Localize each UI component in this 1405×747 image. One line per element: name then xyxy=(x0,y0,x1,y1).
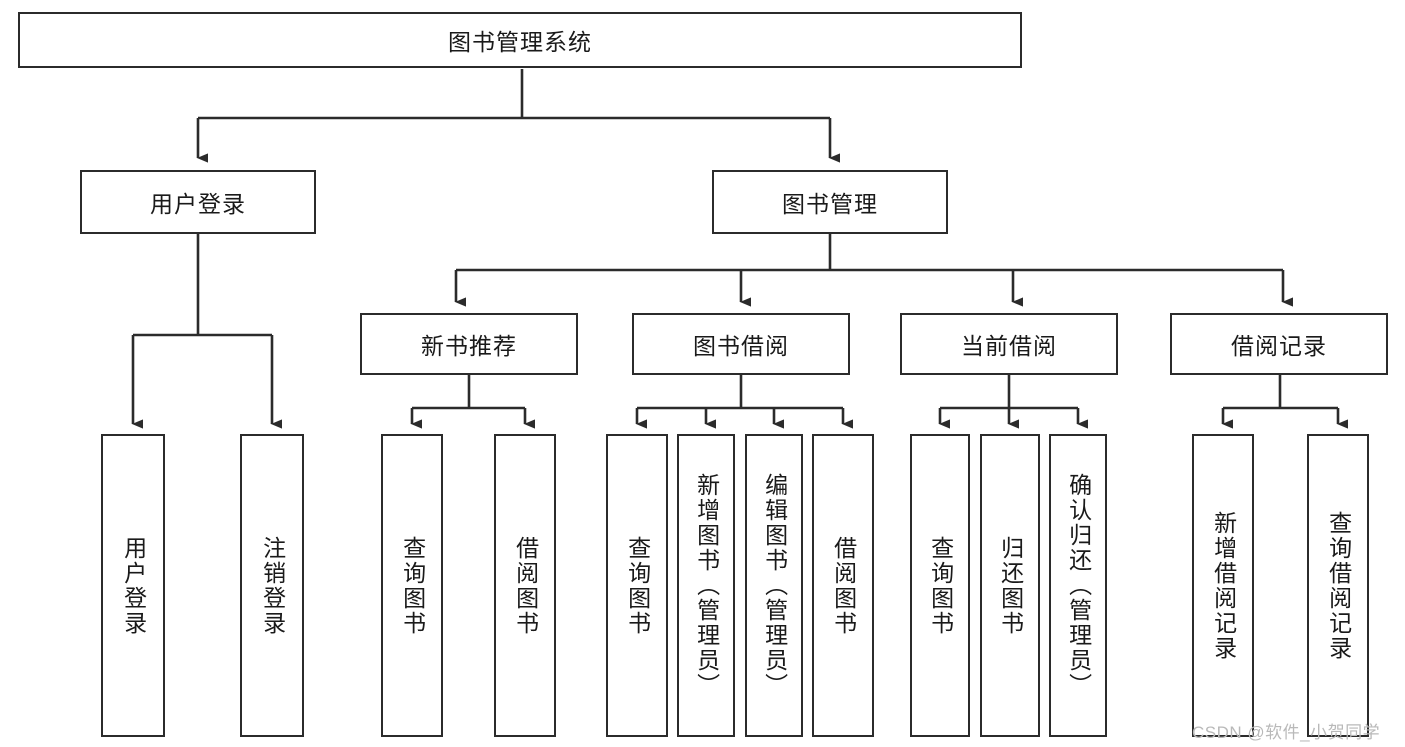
node-leaf-query-book-current-label: 查询图书 xyxy=(927,535,954,636)
node-leaf-return-book[interactable]: 归还图书 xyxy=(980,434,1040,737)
node-leaf-user-login-label: 用户登录 xyxy=(120,535,147,636)
node-root-label: 图书管理系统 xyxy=(448,29,592,55)
node-leaf-query-book-recommend-label: 查询图书 xyxy=(399,535,426,636)
node-leaf-return-book-label: 归还图书 xyxy=(997,535,1024,636)
node-user-login[interactable]: 用户登录 xyxy=(80,170,316,234)
node-new-book-recommend[interactable]: 新书推荐 xyxy=(360,313,578,375)
node-leaf-borrow-book-recommend[interactable]: 借阅图书 xyxy=(494,434,556,737)
watermark-csdn: CSDN @软件_小贺同学 xyxy=(1192,723,1381,742)
node-leaf-query-borrow-record-label: 查询借阅记录 xyxy=(1325,510,1352,661)
node-current-borrow[interactable]: 当前借阅 xyxy=(900,313,1118,375)
node-leaf-logout-label: 注销登录 xyxy=(259,535,286,636)
node-leaf-borrow-book-recommend-label: 借阅图书 xyxy=(512,535,539,636)
node-leaf-logout[interactable]: 注销登录 xyxy=(240,434,304,737)
node-borrow-records-label: 借阅记录 xyxy=(1231,333,1327,359)
node-leaf-edit-book-admin-label: 编辑图书（管理员） xyxy=(761,473,788,698)
node-leaf-add-borrow-record[interactable]: 新增借阅记录 xyxy=(1192,434,1254,737)
node-current-borrow-label: 当前借阅 xyxy=(961,333,1057,359)
node-leaf-edit-book-admin[interactable]: 编辑图书（管理员） xyxy=(745,434,803,737)
node-borrow-records[interactable]: 借阅记录 xyxy=(1170,313,1388,375)
node-leaf-query-book-recommend[interactable]: 查询图书 xyxy=(381,434,443,737)
node-book-borrow-label: 图书借阅 xyxy=(693,333,789,359)
node-book-management-label: 图书管理 xyxy=(782,191,878,217)
node-new-book-recommend-label: 新书推荐 xyxy=(421,333,517,359)
node-leaf-add-book-admin-label: 新增图书（管理员） xyxy=(693,473,720,698)
node-leaf-add-borrow-record-label: 新增借阅记录 xyxy=(1210,510,1237,661)
node-user-login-label: 用户登录 xyxy=(150,191,246,217)
node-leaf-confirm-return-admin-label: 确认归还（管理员） xyxy=(1065,473,1092,698)
node-book-borrow[interactable]: 图书借阅 xyxy=(632,313,850,375)
node-leaf-borrow-book[interactable]: 借阅图书 xyxy=(812,434,874,737)
node-leaf-confirm-return-admin[interactable]: 确认归还（管理员） xyxy=(1049,434,1107,737)
node-leaf-query-book-current[interactable]: 查询图书 xyxy=(910,434,970,737)
node-leaf-add-book-admin[interactable]: 新增图书（管理员） xyxy=(677,434,735,737)
node-leaf-borrow-book-label: 借阅图书 xyxy=(830,535,857,636)
node-book-management[interactable]: 图书管理 xyxy=(712,170,948,234)
node-leaf-user-login[interactable]: 用户登录 xyxy=(101,434,165,737)
node-leaf-query-book-borrow[interactable]: 查询图书 xyxy=(606,434,668,737)
node-leaf-query-borrow-record[interactable]: 查询借阅记录 xyxy=(1307,434,1369,737)
node-root[interactable]: 图书管理系统 xyxy=(18,12,1022,68)
node-leaf-query-book-borrow-label: 查询图书 xyxy=(624,535,651,636)
